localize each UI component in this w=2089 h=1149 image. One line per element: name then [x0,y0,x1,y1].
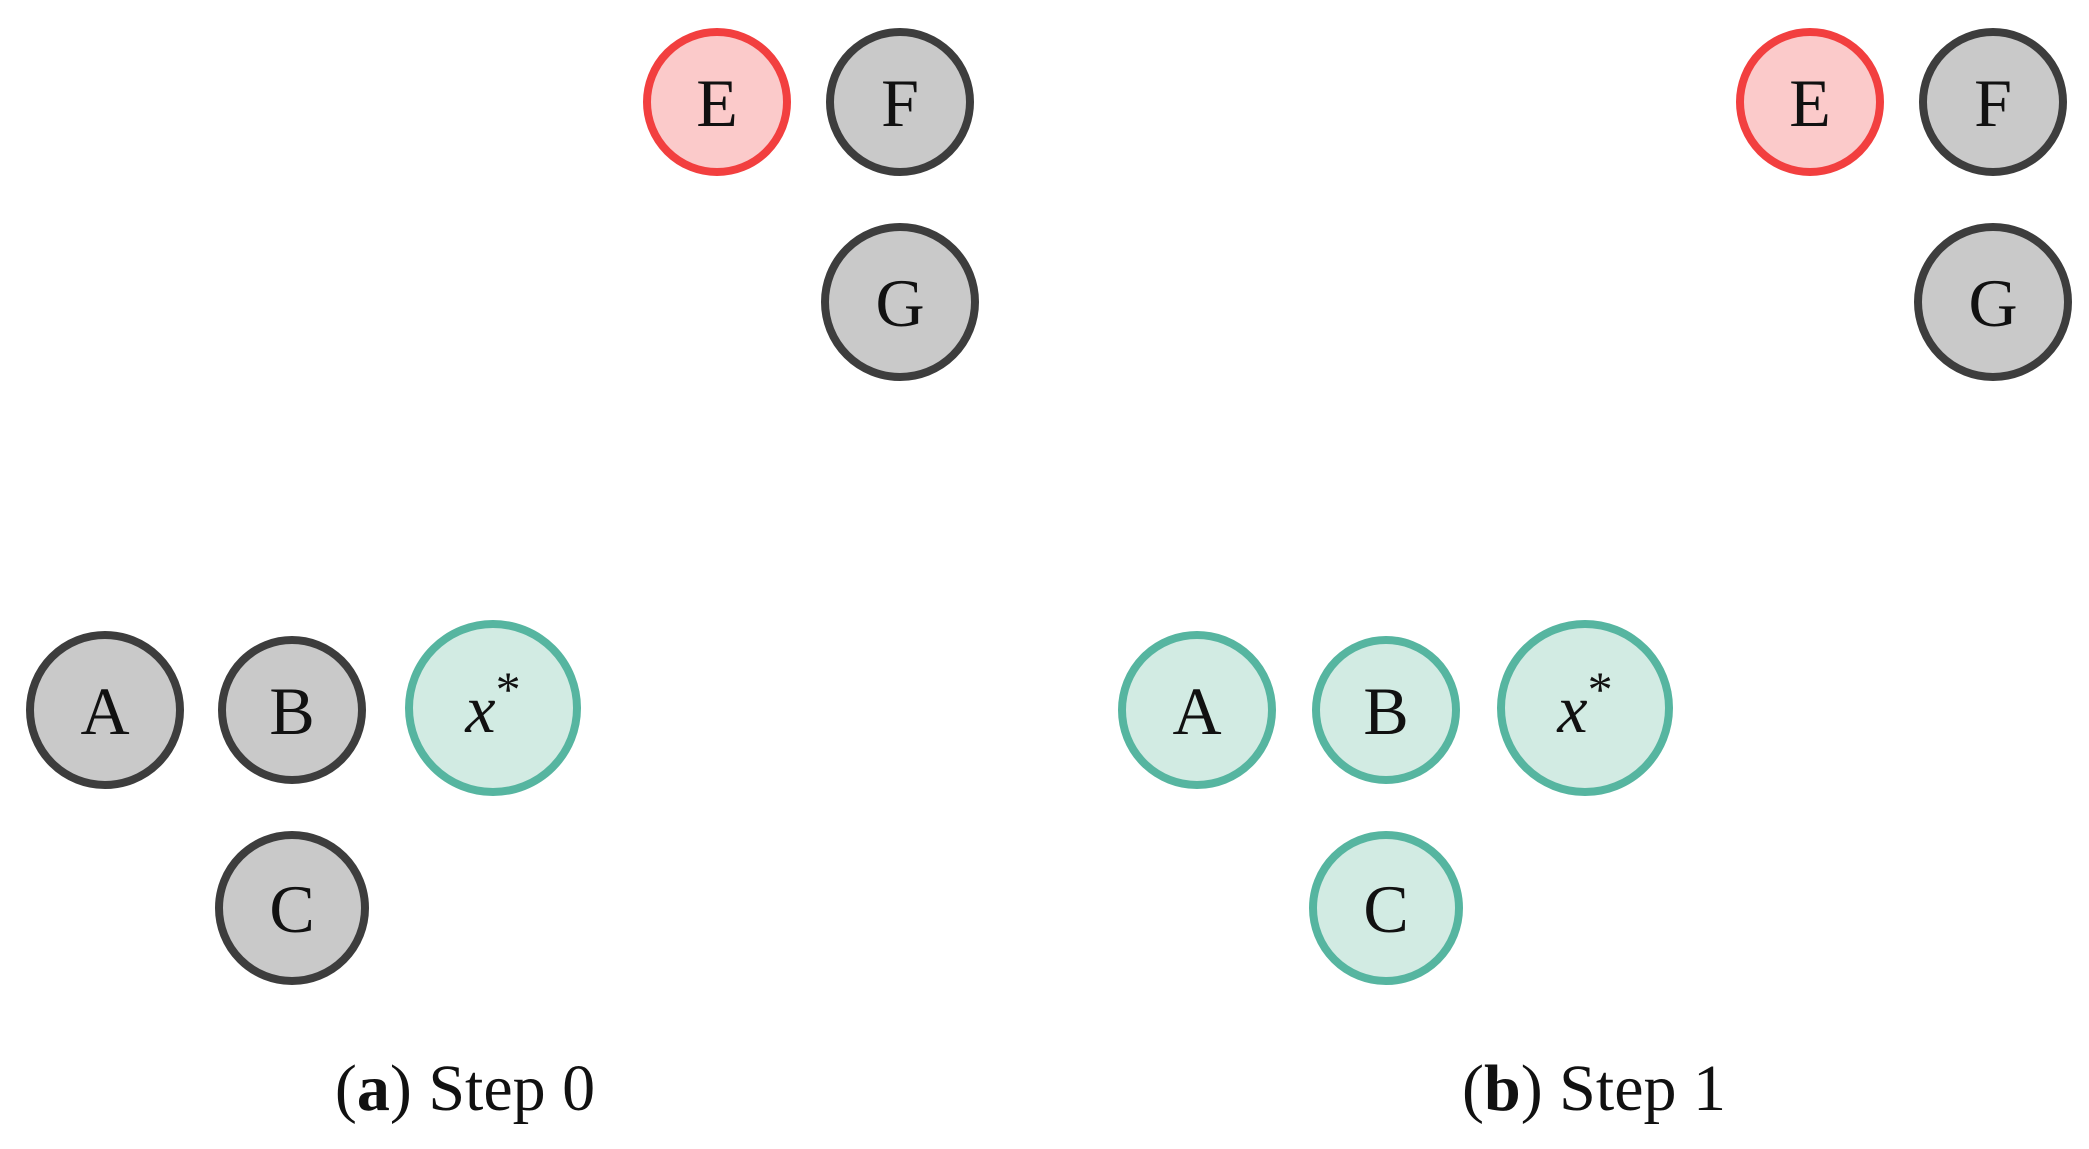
node-x-star-label: x* [1556,661,1612,747]
node-x-star: x* [1497,620,1673,796]
node-b-label: B [269,673,314,749]
node-e-label: E [1789,65,1831,141]
node-x-star: x* [405,620,581,796]
node-f-label: F [881,65,919,141]
node-b: B [218,636,366,784]
node-b: B [1312,636,1460,784]
node-f-circle [826,28,974,176]
node-x-star-label: x* [464,661,520,747]
node-f-circle [1919,28,2067,176]
node-e: E [643,28,791,176]
node-e-circle [643,28,791,176]
node-c-label: C [1363,871,1408,947]
caption-step-0: (a) Step 0 [335,1052,595,1125]
node-g: G [1914,223,2072,381]
node-x-star-circle [1497,620,1673,796]
node-a-circle [1118,631,1276,789]
node-c-circle [1309,831,1463,985]
node-e: E [1736,28,1884,176]
node-b-label: B [1363,673,1408,749]
node-a-label: A [80,673,129,749]
node-b-circle [218,636,366,784]
node-g-circle [821,223,979,381]
node-f-label: F [1974,65,2012,141]
caption-step-1: (b) Step 1 [1462,1052,1726,1125]
node-g-circle [1914,223,2072,381]
node-a-circle [26,631,184,789]
node-f: F [1919,28,2067,176]
node-c: C [215,831,369,985]
node-b-circle [1312,636,1460,784]
node-e-label: E [696,65,738,141]
node-x-star-circle [405,620,581,796]
node-a: A [26,631,184,789]
node-a: A [1118,631,1276,789]
node-g: G [821,223,979,381]
node-e-circle [1736,28,1884,176]
node-g-label: G [875,265,924,341]
node-f: F [826,28,974,176]
node-g-label: G [1968,265,2017,341]
node-a-label: A [1172,673,1221,749]
node-c-circle [215,831,369,985]
node-c: C [1309,831,1463,985]
node-c-label: C [269,871,314,947]
